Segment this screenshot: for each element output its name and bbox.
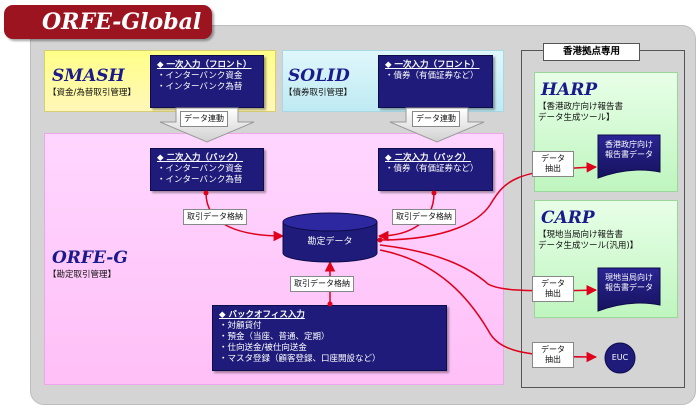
carp-desc-line: データ生成ツール(汎用)】	[538, 241, 639, 251]
solid-input-item: ・債券（有価証券など）	[385, 71, 479, 81]
extract-label-harp: データ 抽出	[532, 151, 574, 177]
smash-name: SMASH	[52, 66, 125, 86]
solid-desc: 【債券取引管理】	[284, 88, 353, 98]
extract-line: データ	[541, 154, 565, 163]
extract-label-euc: データ 抽出	[532, 342, 574, 368]
orfe-g-name: ORFE-G	[52, 248, 128, 268]
page-title: ORFE-Global	[4, 5, 212, 39]
extract-label-carp: データ 抽出	[532, 276, 574, 302]
harp-desc-line: 【香港政庁向け報告書	[538, 102, 624, 112]
smash-input-heading: ◆ 一次入力（フロント）	[157, 60, 252, 70]
carp-doc-line: 報告書データ	[605, 283, 653, 292]
secondary-left-heading: ◆ 二次入力（バック）	[157, 153, 243, 163]
carp-name: CARP	[541, 208, 595, 228]
secondary-right-item: ・債券（有価証券など）	[385, 164, 479, 174]
backoffice-heading: ◆ バックオフィス入力	[219, 310, 305, 320]
smash-input-item: ・インターバンク資金	[157, 71, 243, 81]
carp-doc-line: 現地当局向け	[605, 273, 653, 282]
secondary-left-item: ・インターバンク為替	[157, 175, 243, 185]
backoffice-item: ・預金（当座、普通、定期）	[219, 332, 330, 342]
extract-line: データ	[541, 279, 565, 288]
account-data-label: 勘定データ	[307, 237, 353, 247]
backoffice-input: ◆ バックオフィス入力 ・対顧貸付 ・預金（当座、普通、定期） ・仕向送金/被仕…	[212, 305, 447, 371]
orfe-g-desc: 【勘定取引管理】	[48, 270, 117, 280]
solid-input-heading: ◆ 一次入力（フロント）	[385, 60, 480, 70]
carp-desc-line: 【現地当局向け報告書	[538, 230, 624, 240]
backoffice-item: ・マスタ登録（顧客登録、口座開設など）	[219, 354, 381, 364]
solid-name: SOLID	[288, 66, 350, 86]
extract-line: データ	[541, 345, 565, 354]
data-link-label-right: データ連動	[412, 111, 460, 127]
carp-doc-label: 現地当局向け 報告書データ	[600, 273, 658, 293]
euc-label: EUC	[611, 353, 629, 362]
secondary-right-heading: ◆ 二次入力（バック）	[385, 153, 471, 163]
smash-desc: 【資金/為替取引管理】	[48, 88, 136, 98]
secondary-input-left: ◆ 二次入力（バック） ・インターバンク資金 ・インターバンク為替	[150, 148, 264, 191]
secondary-left-item: ・インターバンク資金	[157, 164, 243, 174]
harp-doc-line: 香港政庁向け	[605, 140, 653, 149]
store-label-right: 取引データ格納	[392, 209, 456, 225]
solid-primary-input: ◆ 一次入力（フロント） ・債券（有価証券など）	[378, 55, 493, 108]
extract-line: 抽出	[545, 355, 561, 364]
store-label-backoffice: 取引データ格納	[290, 276, 354, 292]
harp-doc-line: 報告書データ	[605, 150, 653, 159]
harp-desc: 【香港政庁向け報告書 データ生成ツール】	[538, 102, 623, 124]
carp-desc: 【現地当局向け報告書 データ生成ツール(汎用)】	[538, 230, 638, 252]
harp-desc-line: データ生成ツール】	[538, 113, 615, 123]
hk-only-tag: 香港拠点専用	[543, 43, 640, 61]
smash-primary-input: ◆ 一次入力（フロント） ・インターバンク資金 ・インターバンク為替	[150, 55, 264, 108]
extract-line: 抽出	[545, 164, 561, 173]
backoffice-item: ・対顧貸付	[219, 321, 262, 331]
harp-doc-label: 香港政庁向け 報告書データ	[600, 140, 658, 160]
data-link-label-left: データ連動	[180, 111, 228, 127]
store-label-left: 取引データ格納	[183, 209, 247, 225]
smash-input-item: ・インターバンク為替	[157, 82, 243, 92]
harp-name: HARP	[541, 80, 598, 100]
extract-line: 抽出	[545, 289, 561, 298]
secondary-input-right: ◆ 二次入力（バック） ・債券（有価証券など）	[378, 148, 493, 191]
backoffice-item: ・仕向送金/被仕向送金	[219, 343, 307, 353]
